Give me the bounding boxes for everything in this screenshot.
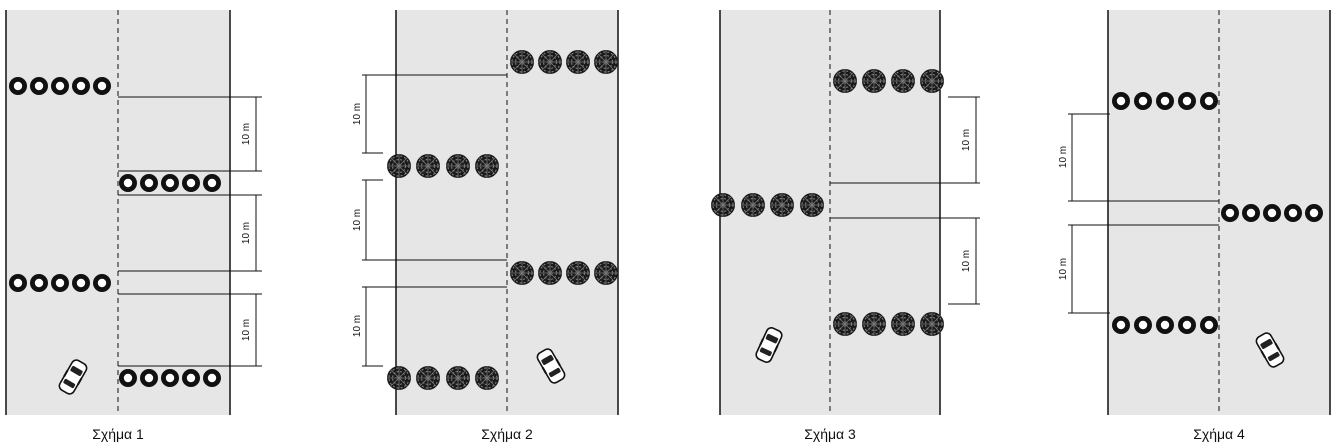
tire-row <box>1221 204 1323 222</box>
tire-row <box>9 274 111 292</box>
dimension-label: 10 m <box>1058 146 1069 168</box>
dimension-label: 10 m <box>352 103 363 125</box>
figure-4: 10 m 10 m Σχήμα 4 <box>1058 10 1331 442</box>
dimension-lines <box>118 96 262 367</box>
figure-caption: Σχήμα 2 <box>481 426 533 442</box>
dimension-label: 10 m <box>352 315 363 337</box>
dimension-label: 10 m <box>241 123 252 145</box>
figure-caption: Σχήμα 1 <box>92 426 144 442</box>
tire-row <box>119 174 221 192</box>
figure-3: 10 m 10 m Σχήμα 3 <box>710 10 980 442</box>
dimension-label: 10 m <box>1058 258 1069 280</box>
figure-1: 10 m 10 m 10 m Σχήμα 1 <box>5 10 262 442</box>
dimension-lines <box>1068 113 1219 314</box>
dimension-label: 10 m <box>241 319 252 341</box>
dimension-label: 10 m <box>352 209 363 231</box>
tire-row <box>119 369 221 387</box>
dimension-label: 10 m <box>241 222 252 244</box>
dimension-label: 10 m <box>961 250 972 272</box>
dimension-lines <box>830 96 980 305</box>
tire-row <box>9 77 111 95</box>
figure-caption: Σχήμα 4 <box>1193 426 1245 442</box>
dimension-lines <box>362 74 507 367</box>
figure-caption: Σχήμα 3 <box>804 426 856 442</box>
dimension-label: 10 m <box>961 129 972 151</box>
figure-2: 10 m 10 m 10 m Σχήμα 2 <box>352 10 619 442</box>
